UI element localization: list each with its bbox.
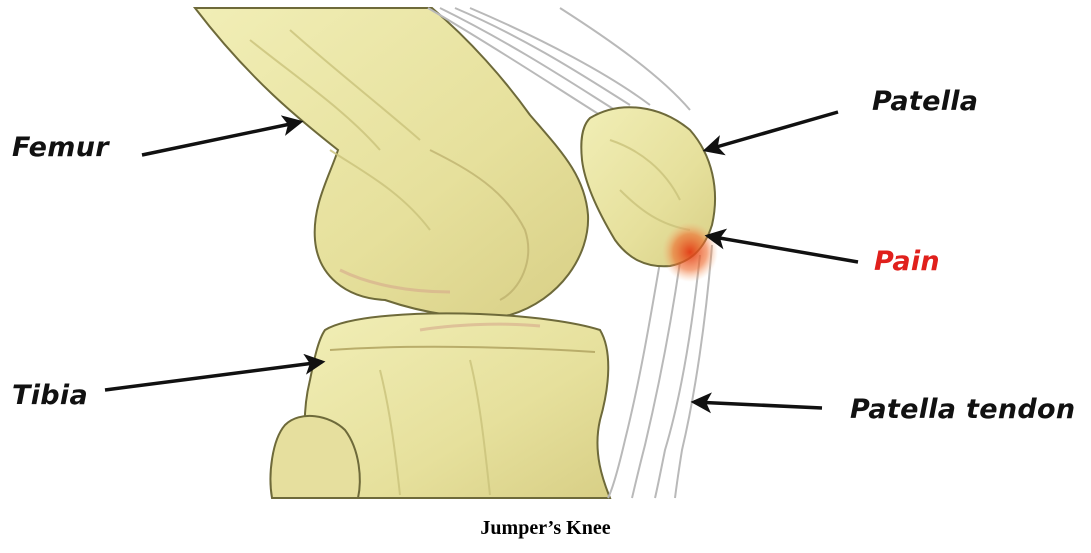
label-tibia: Tibia bbox=[12, 380, 88, 411]
pain-arrow bbox=[708, 236, 858, 262]
femur-bone bbox=[195, 8, 588, 317]
label-patella-tendon: Patella tendon bbox=[850, 394, 1075, 425]
label-femur: Femur bbox=[12, 132, 109, 163]
figure-caption: Jumper’s Knee bbox=[0, 517, 1091, 540]
femur-arrow bbox=[142, 122, 300, 155]
label-patella: Patella bbox=[872, 86, 978, 117]
patella-arrow bbox=[706, 112, 838, 150]
tibia-arrow bbox=[105, 362, 322, 390]
patella-tendon-arrow bbox=[694, 402, 822, 408]
label-pain: Pain bbox=[874, 246, 940, 277]
pain-highlight bbox=[662, 222, 718, 282]
